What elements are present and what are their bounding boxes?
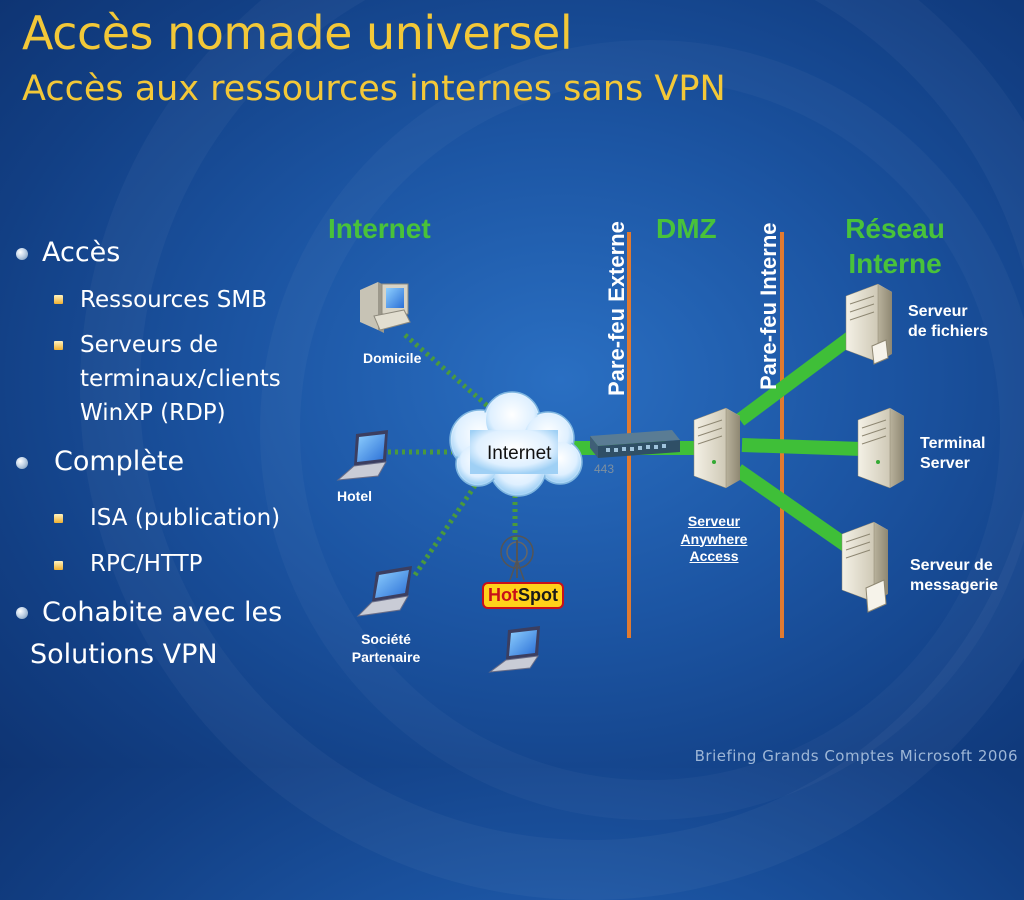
firewall-interne-label: Pare-feu Interne <box>756 222 781 391</box>
link-anywhere-terminal <box>741 438 863 456</box>
bullet-icon <box>16 457 28 469</box>
label-serveur-fichiers: Serveur de fichiers <box>908 302 988 342</box>
slide-title: Accès nomade universel <box>22 6 573 60</box>
label-anywhere-line3: Access <box>689 548 739 564</box>
server-anywhere-icon <box>693 407 740 489</box>
bullet-rpc-http: RPC/HTTP <box>90 551 203 577</box>
bullet-isa: ISA (publication) <box>90 505 281 531</box>
link-anywhere-fichiers <box>735 326 863 426</box>
bullet-serveurs-line1: Serveurs de <box>80 332 219 358</box>
hotspot-logo: HotSpot <box>482 582 564 609</box>
zone-dmz-label: DMZ <box>656 213 717 244</box>
network-diagram <box>336 232 904 673</box>
hotspot-antenna-icon <box>500 535 534 581</box>
bullet-cohabite-line2: Solutions VPN <box>30 639 218 670</box>
label-societe-line2: Partenaire <box>351 648 421 665</box>
link-domicile <box>403 333 492 410</box>
internet-cloud-icon <box>449 391 583 497</box>
server-fichiers-icon <box>845 283 892 365</box>
sub-bullet-icon <box>54 561 63 570</box>
label-domicile: Domicile <box>363 350 422 366</box>
label-serveur-messagerie: Serveur de messagerie <box>910 556 998 596</box>
sub-bullet-icon <box>54 295 63 304</box>
label-serveur-anywhere: Serveur Anywhere Access <box>666 513 762 566</box>
label-terminal-line1: Terminal <box>920 435 986 452</box>
zone-internet-label: Internet <box>328 213 431 244</box>
laptop-societe-icon <box>356 566 412 617</box>
hotspot-logo-spot: Spot <box>518 585 558 605</box>
bullet-serveurs-line2: terminaux/clients <box>80 366 281 392</box>
desktop-computer-icon <box>360 282 411 333</box>
port-label: 443 <box>594 462 615 476</box>
label-messagerie-line2: messagerie <box>910 577 999 594</box>
laptop-hotel-icon <box>336 430 388 481</box>
sub-bullet-icon <box>54 514 63 523</box>
bullet-cohabite-line1: Cohabite avec les <box>42 597 283 628</box>
laptop-hotspot-icon <box>488 626 540 673</box>
slide-subtitle: Accès aux ressources internes sans VPN <box>22 69 726 109</box>
zone-reseau-interne-label: Réseau Interne <box>830 211 960 281</box>
link-anywhere-messagerie <box>733 464 855 554</box>
label-fichiers-line2: de fichiers <box>908 323 989 340</box>
server-messagerie-icon <box>841 521 888 613</box>
zone-reseau-line1: Réseau <box>845 213 945 244</box>
hotspot-logo-hot: Hot <box>488 585 518 605</box>
bullet-ressources-smb: Ressources SMB <box>80 287 267 313</box>
label-societe-line1: Société <box>361 631 411 647</box>
label-terminal-server: Terminal Server <box>920 434 986 474</box>
bullet-serveurs-line3: WinXP (RDP) <box>80 400 226 426</box>
label-anywhere-line1: Serveur <box>687 513 741 529</box>
sub-bullet-icon <box>54 341 63 350</box>
label-fichiers-line1: Serveur <box>908 303 968 320</box>
bullet-acces: Accès <box>42 237 121 268</box>
bullet-icon <box>16 248 28 260</box>
label-messagerie-line1: Serveur de <box>910 557 993 574</box>
bullet-complete: Complète <box>54 446 185 477</box>
label-societe-partenaire: Société Partenaire <box>336 631 436 666</box>
label-terminal-line2: Server <box>920 455 970 472</box>
switch-icon <box>590 430 680 458</box>
zone-reseau-line2: Interne <box>848 248 942 279</box>
link-societe <box>412 476 483 577</box>
server-terminal-icon <box>857 407 904 489</box>
bullet-icon <box>16 607 28 619</box>
label-anywhere-line2: Anywhere <box>680 530 748 547</box>
firewall-externe-label: Pare-feu Externe <box>604 221 629 396</box>
label-hotel: Hotel <box>337 488 372 504</box>
cloud-internet-label: Internet <box>487 443 552 464</box>
slide-footer: Briefing Grands Comptes Microsoft 2006 <box>694 747 1018 765</box>
